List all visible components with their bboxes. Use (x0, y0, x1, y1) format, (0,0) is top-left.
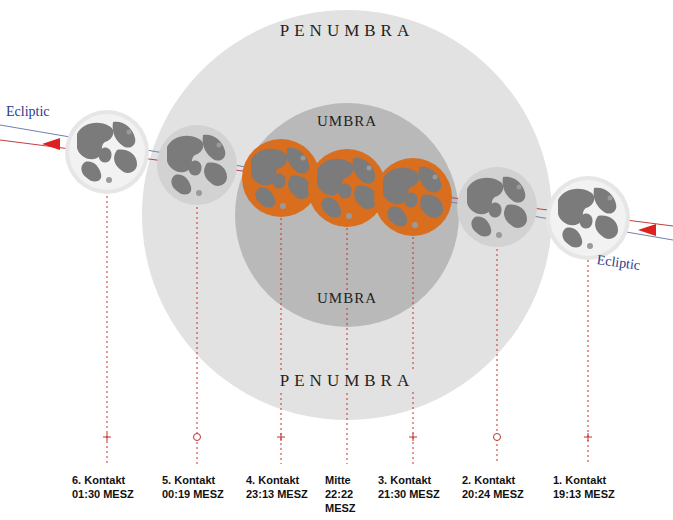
ecliptic-label: Ecliptic (6, 104, 50, 120)
region-label: PENUMBRA (277, 372, 417, 391)
region-label: PENUMBRA (277, 22, 417, 41)
contact-time: 5. Kontakt 00:19 MESZ (162, 474, 232, 502)
ecliptic-label: Ecliptic (596, 252, 641, 274)
contact-time: 6. Kontakt 01:30 MESZ (72, 474, 142, 502)
contact-time: 1. Kontakt 19:13 MESZ (553, 474, 623, 502)
mid-time: Mitte 22:22 MESZ (325, 474, 369, 515)
contact-time: 4. Kontakt 23:13 MESZ (246, 474, 316, 502)
penumbra-region: PENUMBRA PENUMBRA UMBRA UMBRA (142, 10, 552, 420)
umbra-region: UMBRA UMBRA (235, 103, 459, 327)
contact-time: 3. Kontakt 21:30 MESZ (378, 474, 448, 502)
region-label: UMBRA (314, 113, 380, 130)
contact-time: 2. Kontakt 20:24 MESZ (462, 474, 532, 502)
region-label: UMBRA (314, 290, 380, 307)
